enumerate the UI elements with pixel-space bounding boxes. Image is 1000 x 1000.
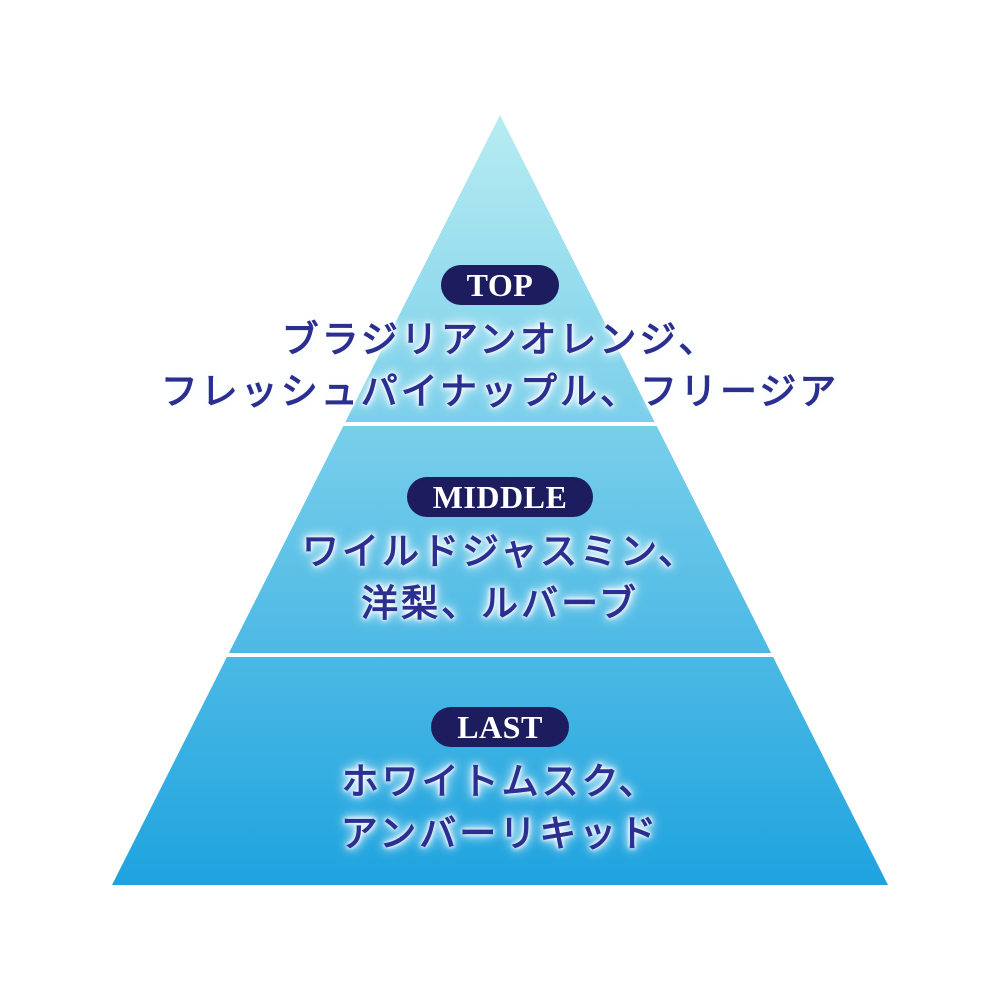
tier-last: LAST ホワイトムスク、 アンバーリキッド [0,707,1000,859]
tier-middle-notes-line: ワイルドジャスミン、 [302,529,698,573]
tier-middle-notes-line: 洋梨、ルバーブ [361,581,639,625]
tier-last-notes-line: アンバーリキッド [340,811,660,855]
tier-last-label: LAST [431,707,569,747]
tier-last-notes-line: ホワイトムスク、 [341,759,659,803]
tier-top-label: TOP [440,265,560,305]
tier-middle-notes: ワイルドジャスミン、 洋梨、ルバーブ [0,525,1000,629]
tier-top: TOP ブラジリアンオレンジ、 フレッシュパイナップル、フリージア [0,265,1000,417]
tier-top-notes: ブラジリアンオレンジ、 フレッシュパイナップル、フリージア [0,313,1000,417]
tier-top-notes-line: フレッシュパイナップル、フリージア [160,369,840,413]
tier-middle-label: MIDDLE [406,477,594,517]
divider-middle-last [0,653,1000,657]
tier-last-notes: ホワイトムスク、 アンバーリキッド [0,755,1000,859]
tier-middle: MIDDLE ワイルドジャスミン、 洋梨、ルバーブ [0,477,1000,629]
divider-top-middle [0,422,1000,426]
tier-top-notes-line: ブラジリアンオレンジ、 [281,317,719,361]
